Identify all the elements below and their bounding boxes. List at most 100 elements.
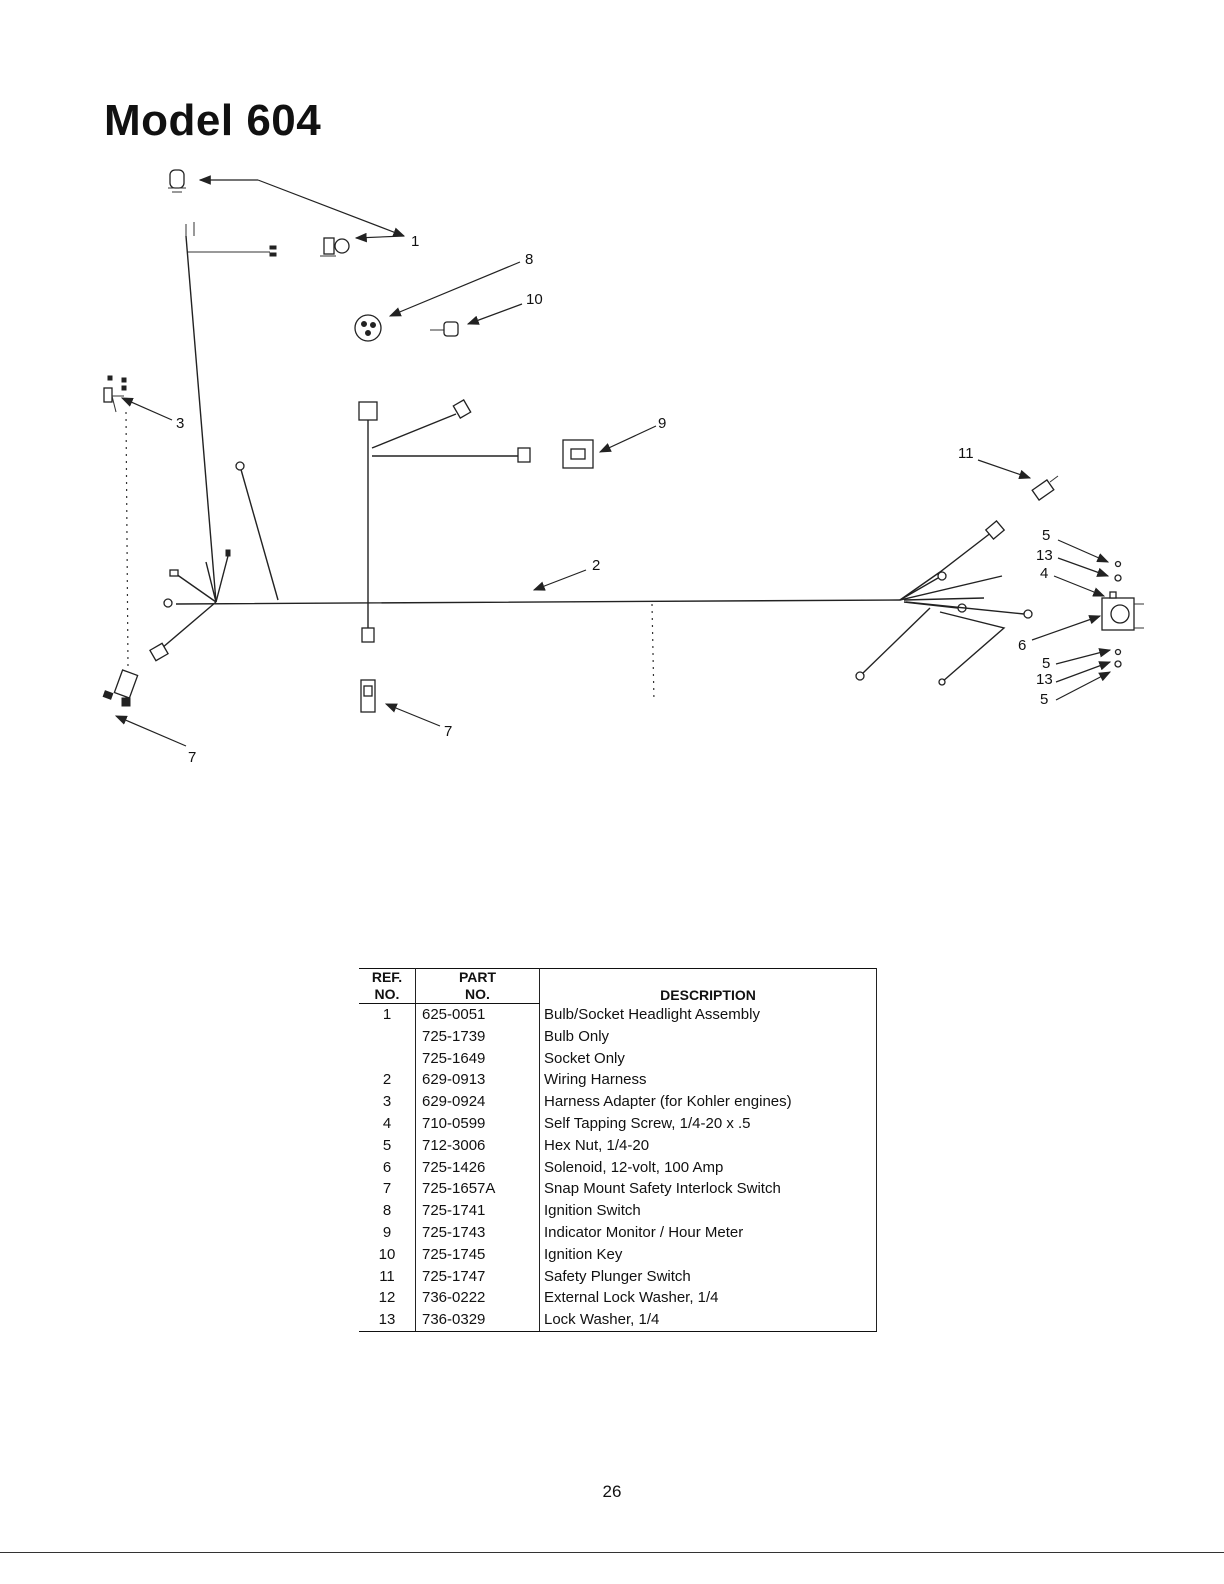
ref-no-cell: 4 [359,1112,416,1135]
ref-no-header-line1: REF. [359,968,416,986]
description-cell: Indicator Monitor / Hour Meter [539,1221,877,1244]
description-cell: Snap Mount Safety Interlock Switch [539,1178,877,1201]
callout-11: 11 [958,445,974,462]
ref-no-cell: 6 [359,1156,416,1179]
ref-no-cell: 5 [359,1134,416,1157]
part-no-header-line1: PART [415,968,540,986]
description-cell: Ignition Switch [539,1200,877,1222]
part-no-cell: 736-0222 [415,1287,540,1310]
description-cell: Safety Plunger Switch [539,1265,877,1288]
description-cell: Ignition Key [539,1243,877,1266]
ref-no-cell: 2 [359,1069,416,1092]
callout-13-bottom: 13 [1036,671,1053,688]
ref-no-cell: 13 [359,1309,416,1332]
callout-2: 2 [592,557,600,574]
description-cell: Hex Nut, 1/4-20 [539,1134,877,1157]
part-no-cell: 712-3006 [415,1134,540,1157]
part-no-cell: 725-1739 [415,1025,540,1048]
interlock-switch-center-part [360,679,376,713]
ref-no-cell: 12 [359,1287,416,1310]
ref-no-cell: 10 [359,1243,416,1266]
callout-13-top: 13 [1036,547,1053,564]
part-no-cell: 725-1649 [415,1047,540,1070]
description-cell: Bulb Only [539,1025,877,1048]
part-no-cell: 629-0913 [415,1069,540,1092]
part-no-cell: 725-1657A [415,1178,540,1201]
callout-5-bottom: 5 [1040,691,1048,708]
callout-5-top: 5 [1042,527,1050,544]
hour-meter-part [562,439,594,469]
callout-3: 3 [176,415,184,432]
ignition-key-part [430,321,459,337]
page-title: Model 604 [104,96,322,145]
description-cell: Lock Washer, 1/4 [539,1309,877,1332]
callout-8: 8 [525,251,533,268]
callout-5-mid: 5 [1042,655,1050,672]
solenoid-part [1101,597,1144,631]
description-cell: Solenoid, 12-volt, 100 Amp [539,1156,877,1179]
ref-no-cell [359,1047,416,1070]
description-cell: Bulb/Socket Headlight Assembly [539,1003,877,1026]
plunger-switch-part [1031,475,1059,501]
headlight-bulb-part [168,169,186,193]
ref-no-cell: 3 [359,1091,416,1113]
ref-no-cell: 11 [359,1265,416,1288]
description-cell: Socket Only [539,1047,877,1070]
part-no-cell: 625-0051 [415,1003,540,1026]
callout-1: 1 [411,233,419,250]
part-no-cell: 710-0599 [415,1112,540,1135]
wiring-harness-diagram: 1 8 10 3 9 11 [102,169,1144,766]
hardware-part [1109,560,1122,668]
part-no-cell: 629-0924 [415,1091,540,1113]
parts-table-header-row-1: REF. PART DESCRIPTION [359,968,877,1004]
part-no-cell: 725-1747 [415,1265,540,1288]
ref-no-header-line2: NO. [359,986,416,1004]
callout-9: 9 [658,415,666,432]
callout-7-left: 7 [188,749,196,766]
bottom-divider [0,1552,1224,1553]
harness-adapter-part [103,375,127,413]
part-no-cell: 725-1743 [415,1221,540,1244]
ref-no-cell: 7 [359,1178,416,1201]
part-no-cell: 725-1741 [415,1200,540,1222]
part-no-header-line2: NO. [415,986,540,1004]
part-no-cell: 736-0329 [415,1309,540,1332]
callout-6: 6 [1018,637,1026,654]
part-no-cell: 725-1745 [415,1243,540,1266]
callout-7-center: 7 [444,723,452,740]
description-cell: Harness Adapter (for Kohler engines) [539,1091,877,1113]
ignition-switch-part [354,314,382,342]
description-cell: External Lock Washer, 1/4 [539,1287,877,1310]
interlock-switch-left-part [102,669,139,707]
description-header: DESCRIPTION [539,968,877,1004]
callout-10: 10 [526,291,543,308]
page-number: 26 [602,1482,622,1501]
ref-no-cell [359,1025,416,1048]
ref-no-cell: 9 [359,1221,416,1244]
wiring-harness-part [149,222,1033,703]
part-no-cell: 725-1426 [415,1156,540,1179]
ref-no-cell: 8 [359,1200,416,1222]
description-cell: Wiring Harness [539,1069,877,1092]
callout-4: 4 [1040,565,1048,582]
description-cell: Self Tapping Screw, 1/4-20 x .5 [539,1112,877,1135]
parts-table-header-row-2: NO. NO. [359,986,877,1004]
ref-no-cell: 1 [359,1003,416,1026]
headlight-socket-part [320,237,350,257]
